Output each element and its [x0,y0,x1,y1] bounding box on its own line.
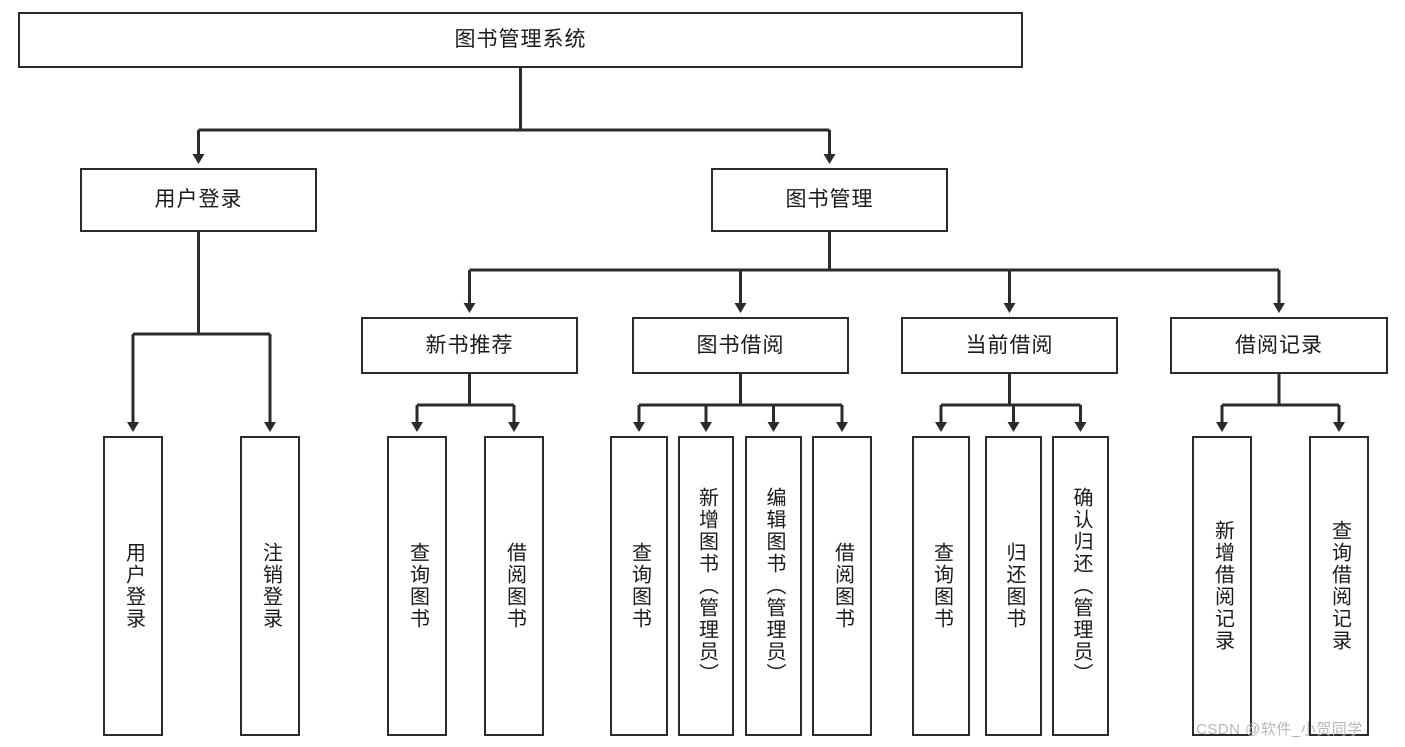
node-level2-user-login: 用户登录 [80,168,317,232]
node-label: 新书推荐 [425,333,514,357]
node-leaf-leaf-query-book-2: 查询图书 [610,436,668,736]
node-leaf-leaf-user-login: 用户登录 [103,436,163,736]
node-leaf-leaf-edit-book: 编辑图书（管理员） [745,436,802,736]
node-leaf-leaf-borrow-book-1: 借阅图书 [484,436,544,736]
node-label: 确认归还（管理员） [1070,487,1092,685]
node-label: 编辑图书（管理员） [763,487,785,685]
node-label: 新增图书（管理员） [695,487,718,685]
node-label: 借阅图书 [503,542,526,630]
node-label: 图书管理系统 [454,28,587,52]
node-label: 查询图书 [930,542,953,630]
node-leaf-leaf-query-book-3: 查询图书 [912,436,970,736]
node-level2-book-manage: 图书管理 [711,168,948,232]
node-label: 当前借阅 [965,333,1054,357]
node-level3-current-borrow: 当前借阅 [901,317,1118,374]
node-root: 图书管理系统 [18,12,1023,68]
node-label: 借阅记录 [1235,333,1323,357]
node-label: 用户登录 [122,542,145,630]
node-label: 查询图书 [628,542,651,630]
node-label: 归还图书 [1003,542,1025,630]
node-level3-new-book-recommend: 新书推荐 [361,317,578,374]
node-leaf-leaf-confirm-return: 确认归还（管理员） [1052,436,1109,736]
node-level3-book-borrow: 图书借阅 [632,317,849,374]
node-label: 查询图书 [406,542,429,630]
node-label: 图书管理 [785,188,874,212]
node-leaf-leaf-borrow-book-2: 借阅图书 [812,436,872,736]
node-leaf-leaf-user-logout: 注销登录 [240,436,300,736]
node-label: 借阅图书 [831,542,854,630]
node-leaf-leaf-add-record: 新增借阅记录 [1192,436,1252,736]
csdn-watermark: CSDN @软件_小贺同学 [1196,721,1363,738]
node-label: 查询借阅记录 [1328,520,1351,652]
node-leaf-leaf-query-book-1: 查询图书 [387,436,447,736]
node-label: 注销登录 [259,542,282,630]
node-leaf-leaf-add-book: 新增图书（管理员） [678,436,734,736]
node-label: 用户登录 [154,188,243,212]
node-leaf-leaf-return-book: 归还图书 [985,436,1042,736]
node-level3-borrow-record: 借阅记录 [1170,317,1388,374]
node-label: 图书借阅 [696,333,785,357]
node-leaf-leaf-query-record: 查询借阅记录 [1309,436,1369,736]
node-label: 新增借阅记录 [1211,520,1234,652]
